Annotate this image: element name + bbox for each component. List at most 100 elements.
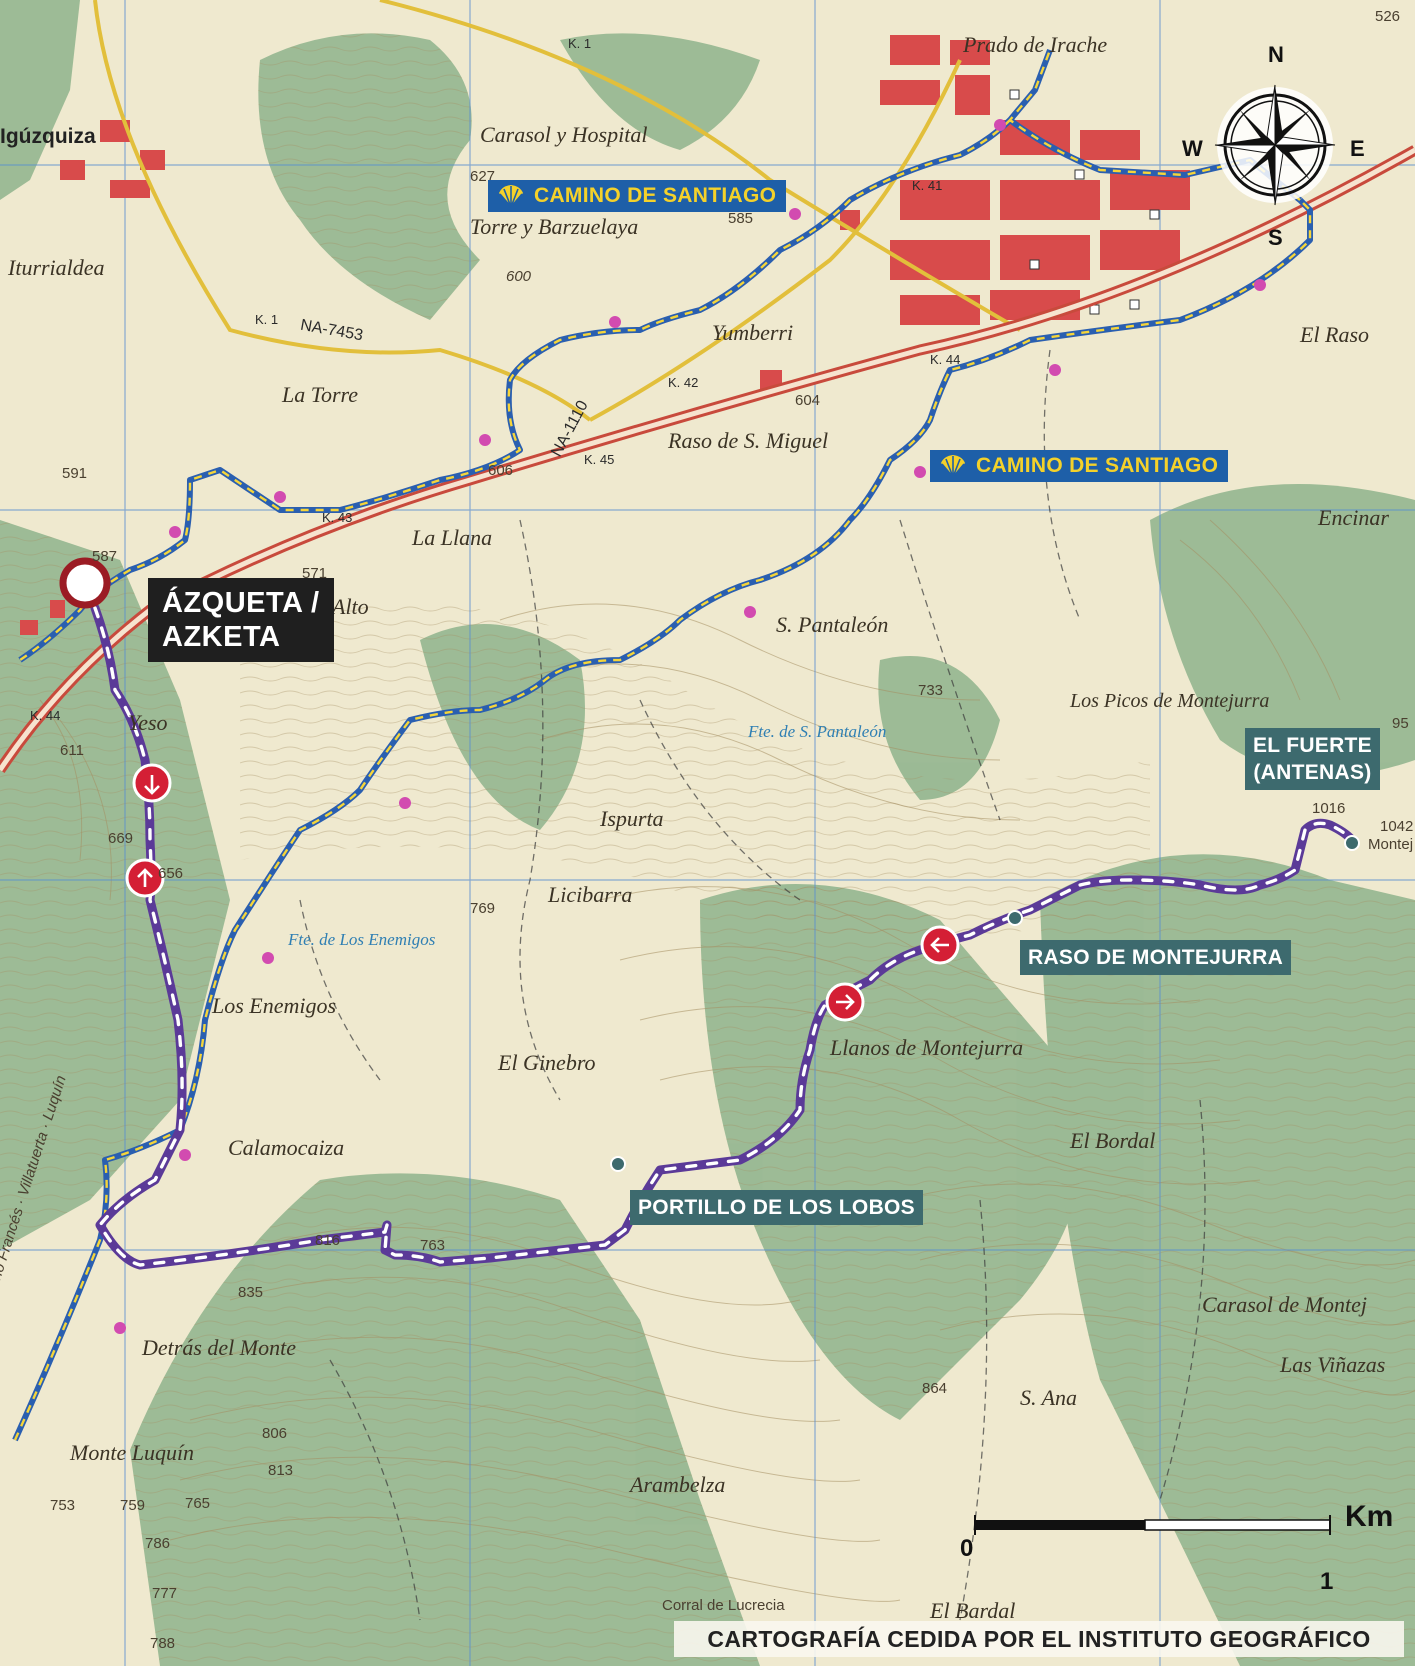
road-k1-west: K. 1 bbox=[255, 312, 279, 327]
start-marker bbox=[59, 557, 111, 609]
label-carasol-y-hospital: Carasol y Hospital bbox=[480, 122, 648, 147]
spot-611: 611 bbox=[60, 742, 84, 759]
start-label-line-1: ÁZQUETA / bbox=[162, 587, 320, 619]
scallop-shell-icon bbox=[941, 455, 965, 478]
credit-bar: CARTOGRAFÍA CEDIDA POR EL INSTITUTO GEOG… bbox=[674, 1621, 1404, 1666]
label-arambelza: Arambelza bbox=[630, 1472, 726, 1497]
spot-669: 669 bbox=[108, 830, 134, 847]
highway bbox=[0, 145, 1415, 774]
waypoint-el-fuerte-line-2: (ANTENAS) bbox=[1253, 761, 1372, 784]
spot-765: 765 bbox=[185, 1495, 211, 1512]
label-llanos-de-montejurra: Llanos de Montejurra bbox=[830, 1035, 1024, 1060]
spot-835: 835 bbox=[238, 1284, 264, 1301]
label-prado-de-irache: Prado de Irache bbox=[963, 32, 1108, 57]
label-el-ginebro: El Ginebro bbox=[498, 1050, 596, 1075]
label-fte-los-enemigos: Fte. de Los Enemigos bbox=[288, 930, 436, 949]
label-la-torre: La Torre bbox=[282, 382, 359, 407]
label-monte-luquin: Monte Luquín bbox=[70, 1440, 195, 1465]
compass-rose bbox=[1214, 84, 1336, 206]
camino-label-north-text: CAMINO DE SANTIAGO bbox=[534, 184, 777, 207]
scale-unit: Km bbox=[1345, 1500, 1394, 1533]
compass-east: E bbox=[1350, 136, 1365, 161]
scale-one: 1 bbox=[1320, 1568, 1334, 1595]
spot-864: 864 bbox=[922, 1380, 948, 1397]
label-encinar: Encinar bbox=[1318, 505, 1389, 530]
compass-north: N bbox=[1268, 42, 1284, 67]
road-k45: K. 45 bbox=[584, 452, 615, 467]
camino-label-north: CAMINO DE SANTIAGO bbox=[488, 180, 787, 212]
label-raso-de-s-miguel: Raso de S. Miguel bbox=[668, 428, 829, 453]
camino-label-east: CAMINO DE SANTIAGO bbox=[930, 450, 1229, 482]
tracks bbox=[299, 349, 1206, 1621]
scale-bar bbox=[974, 1515, 1331, 1535]
secondary-roads bbox=[93, 0, 1022, 422]
compass-west: W bbox=[1182, 136, 1203, 161]
spot-769: 769 bbox=[470, 900, 496, 917]
label-el-bardal: El Bardal bbox=[930, 1598, 1016, 1623]
scallop-shell-icon bbox=[499, 185, 523, 208]
label-el-raso: El Raso bbox=[1300, 322, 1370, 347]
spot-604: 604 bbox=[795, 392, 821, 409]
spot-813: 813 bbox=[268, 1462, 294, 1479]
label-licibarra: Licibarra bbox=[548, 882, 633, 907]
waypoint-raso-de-montejurra: RASO DE MONTEJURRA bbox=[1020, 940, 1292, 975]
label-la-llana: La Llana bbox=[412, 525, 493, 550]
spot-95: 95 bbox=[1392, 715, 1409, 732]
town-houses bbox=[1009, 89, 1160, 315]
spot-606: 606 bbox=[488, 462, 514, 479]
spot-571: 571 bbox=[302, 565, 328, 582]
waypoint-dots bbox=[610, 835, 1360, 1172]
road-k43: K. 43 bbox=[322, 510, 353, 525]
label-los-picos-de-montejurra: Los Picos de Montejurra bbox=[1070, 690, 1270, 712]
label-calamocaiza: Calamocaiza bbox=[228, 1135, 345, 1160]
spot-788: 788 bbox=[150, 1635, 176, 1652]
label-s-pantaleon: S. Pantaleón bbox=[776, 612, 889, 637]
road-k44-west: K. 44 bbox=[30, 708, 61, 723]
spot-591: 591 bbox=[62, 465, 88, 482]
road-k41: K. 41 bbox=[912, 178, 943, 193]
spot-816: 816 bbox=[315, 1232, 341, 1249]
spot-786: 786 bbox=[145, 1535, 171, 1552]
spot-656: 656 bbox=[158, 865, 184, 882]
road-k1-north: K. 1 bbox=[568, 36, 592, 51]
label-iguzquiza: Igúzquiza bbox=[0, 125, 96, 148]
label-los-enemigos: Los Enemigos bbox=[212, 993, 337, 1018]
contour-strokes bbox=[39, 519, 1415, 1602]
label-carasol-de-montej: Carasol de Montej bbox=[1202, 1292, 1367, 1317]
label-yumberri: Yumberri bbox=[712, 320, 794, 345]
contour-lines bbox=[0, 33, 1415, 1666]
start-label-line-2: AZKETA bbox=[162, 621, 281, 653]
label-montej-side: Montej bbox=[1368, 836, 1414, 853]
label-ispurta: Ispurta bbox=[600, 806, 664, 831]
spot-600: 600 bbox=[506, 268, 532, 285]
waypoint-portillo-de-los-lobos: PORTILLO DE LOS LOBOS bbox=[630, 1190, 923, 1225]
label-s-ana: S. Ana bbox=[1020, 1385, 1078, 1410]
label-corral-de-lucrecia: Corral de Lucrecia bbox=[662, 1597, 785, 1614]
label-alto: Alto bbox=[332, 594, 369, 619]
camino-shell-markers bbox=[114, 119, 1266, 1334]
label-iturrialdea: Iturrialdea bbox=[8, 255, 105, 280]
label-fte-s-pantaleon: Fte. de S. Pantaleón bbox=[748, 722, 887, 741]
hiking-route bbox=[90, 603, 1357, 1270]
camino-label-east-text: CAMINO DE SANTIAGO bbox=[976, 454, 1219, 477]
road-k44-east: K. 44 bbox=[930, 352, 961, 367]
spot-1042: 1042 bbox=[1380, 818, 1414, 835]
label-yeso: Yeso bbox=[128, 710, 168, 735]
spot-587: 587 bbox=[92, 548, 118, 565]
spot-733: 733 bbox=[918, 682, 944, 699]
spot-1016: 1016 bbox=[1312, 800, 1346, 817]
start-label-azqueta: ÁZQUETA / AZKETA bbox=[148, 578, 334, 662]
spot-585: 585 bbox=[728, 210, 754, 227]
label-detras-del-monte: Detrás del Monte bbox=[142, 1335, 296, 1360]
compass-south: S bbox=[1268, 225, 1283, 250]
spot-806: 806 bbox=[262, 1425, 288, 1442]
scale-zero: 0 bbox=[960, 1535, 974, 1562]
spot-753: 753 bbox=[50, 1497, 76, 1514]
direction-arrows bbox=[125, 763, 960, 1022]
spot-759: 759 bbox=[120, 1497, 146, 1514]
spot-763: 763 bbox=[420, 1237, 446, 1254]
spot-526: 526 bbox=[1375, 8, 1401, 25]
spot-777: 777 bbox=[152, 1585, 178, 1602]
